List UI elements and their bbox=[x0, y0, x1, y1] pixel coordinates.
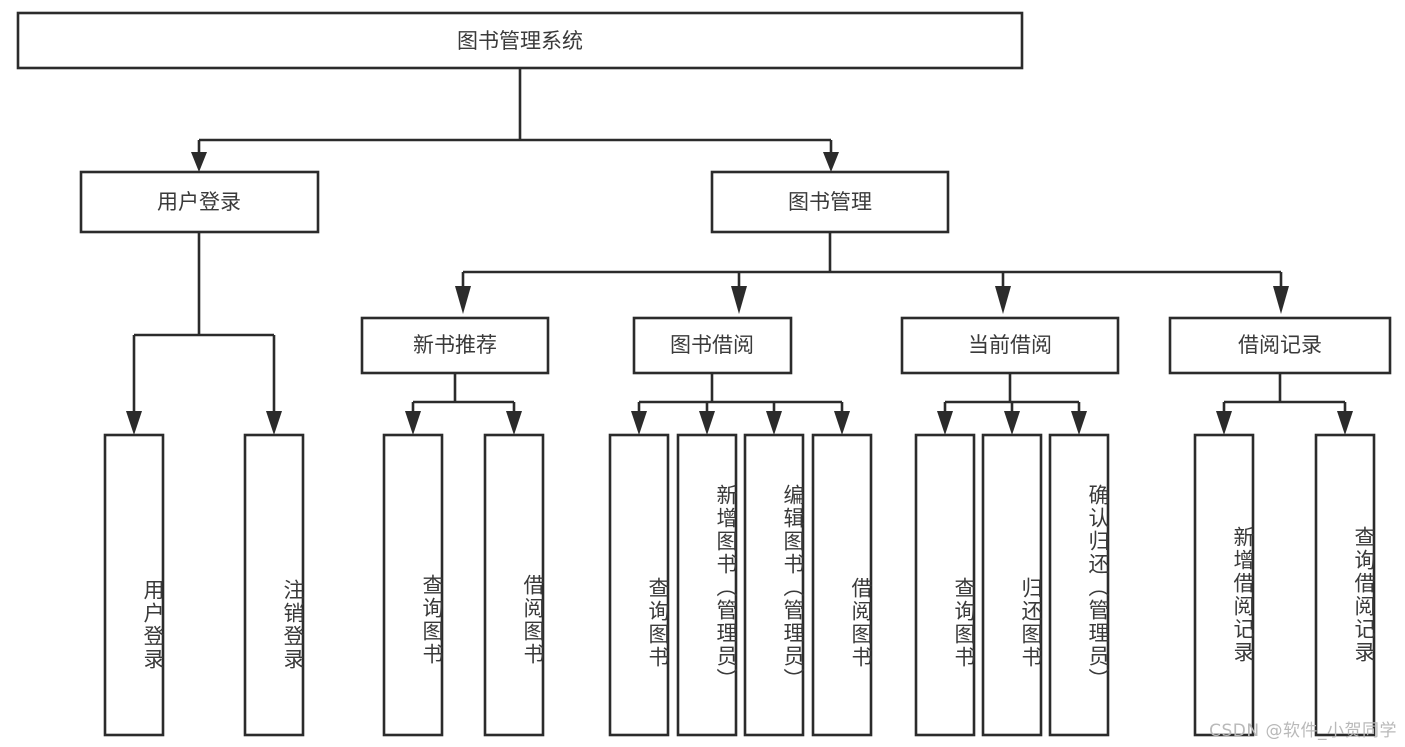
connector-new-book-recommend-to-leaves bbox=[405, 373, 522, 435]
leaf-box-current-borrow-1[interactable] bbox=[981, 433, 1043, 737]
arrow-head-icon bbox=[126, 411, 142, 435]
node-root-label: 图书管理系统 bbox=[457, 29, 583, 53]
node-book-management-label: 图书管理 bbox=[788, 190, 872, 214]
leaf-box-book-borrow-2[interactable] bbox=[743, 433, 805, 737]
leaf-box-current-borrow-2[interactable] bbox=[1048, 433, 1110, 737]
arrow-head-icon bbox=[631, 411, 647, 435]
arrow-head-icon bbox=[699, 411, 715, 435]
node-new-book-recommend-box[interactable] bbox=[360, 316, 550, 375]
arrow-head-icon bbox=[191, 152, 207, 172]
arrow-head-icon bbox=[823, 152, 839, 172]
node-new-book-recommend[interactable]: 新书推荐 bbox=[360, 316, 550, 375]
leaf-box-new-book-0[interactable] bbox=[382, 433, 444, 737]
node-new-book-recommend-label: 新书推荐 bbox=[413, 333, 497, 357]
arrow-head-icon bbox=[1337, 411, 1353, 435]
leaf-box-book-borrow-3[interactable] bbox=[811, 433, 873, 737]
leaf-box-book-borrow-1[interactable] bbox=[676, 433, 738, 737]
node-root-box[interactable] bbox=[16, 11, 1024, 70]
connector-root-to-level2 bbox=[191, 68, 839, 172]
leaf-box-current-borrow-0[interactable] bbox=[914, 433, 976, 737]
arrow-head-icon bbox=[766, 411, 782, 435]
connector-current-borrow-to-leaves bbox=[937, 373, 1087, 435]
leaf-box-user-login-1[interactable] bbox=[243, 433, 305, 737]
node-book-borrow-label: 图书借阅 bbox=[670, 333, 754, 357]
node-root[interactable]: 图书管理系统 bbox=[16, 11, 1024, 70]
node-book-borrow[interactable]: 图书借阅 bbox=[632, 316, 793, 375]
node-user-login-box[interactable] bbox=[79, 170, 320, 234]
node-user-login[interactable]: 用户登录 bbox=[79, 170, 320, 234]
leaf-box-new-book-1[interactable] bbox=[483, 433, 545, 737]
arrow-head-icon bbox=[1071, 411, 1087, 435]
arrow-head-icon bbox=[455, 286, 471, 314]
node-borrow-record-label: 借阅记录 bbox=[1238, 333, 1322, 357]
node-current-borrow-box[interactable] bbox=[900, 316, 1120, 375]
arrow-head-icon bbox=[266, 411, 282, 435]
watermark: CSDN @软件_小贺同学 bbox=[1209, 721, 1397, 741]
node-book-management[interactable]: 图书管理 bbox=[710, 170, 950, 234]
node-current-borrow-label: 当前借阅 bbox=[968, 333, 1052, 357]
arrow-head-icon bbox=[405, 411, 421, 435]
arrow-head-icon bbox=[1004, 411, 1020, 435]
arrow-head-icon bbox=[995, 286, 1011, 314]
arrow-head-icon bbox=[731, 286, 747, 314]
arrow-head-icon bbox=[834, 411, 850, 435]
arrow-head-icon bbox=[1216, 411, 1232, 435]
node-current-borrow[interactable]: 当前借阅 bbox=[900, 316, 1120, 375]
arrow-head-icon bbox=[937, 411, 953, 435]
leaf-box-user-login-0[interactable] bbox=[103, 433, 165, 737]
connector-book-borrow-to-leaves bbox=[631, 373, 850, 435]
node-borrow-record[interactable]: 借阅记录 bbox=[1168, 316, 1392, 375]
connector-user-login-to-leaves bbox=[126, 232, 282, 435]
connector-borrow-record-to-leaves bbox=[1216, 373, 1353, 435]
node-user-login-label: 用户登录 bbox=[157, 190, 241, 214]
leaf-box-book-borrow-0[interactable] bbox=[608, 433, 670, 737]
arrow-head-icon bbox=[1273, 286, 1289, 314]
leaf-box-borrow-record-1[interactable] bbox=[1314, 433, 1376, 737]
connector-book-management-to-level3 bbox=[455, 232, 1289, 314]
leaf-box-borrow-record-0[interactable] bbox=[1193, 433, 1255, 737]
arrow-head-icon bbox=[506, 411, 522, 435]
